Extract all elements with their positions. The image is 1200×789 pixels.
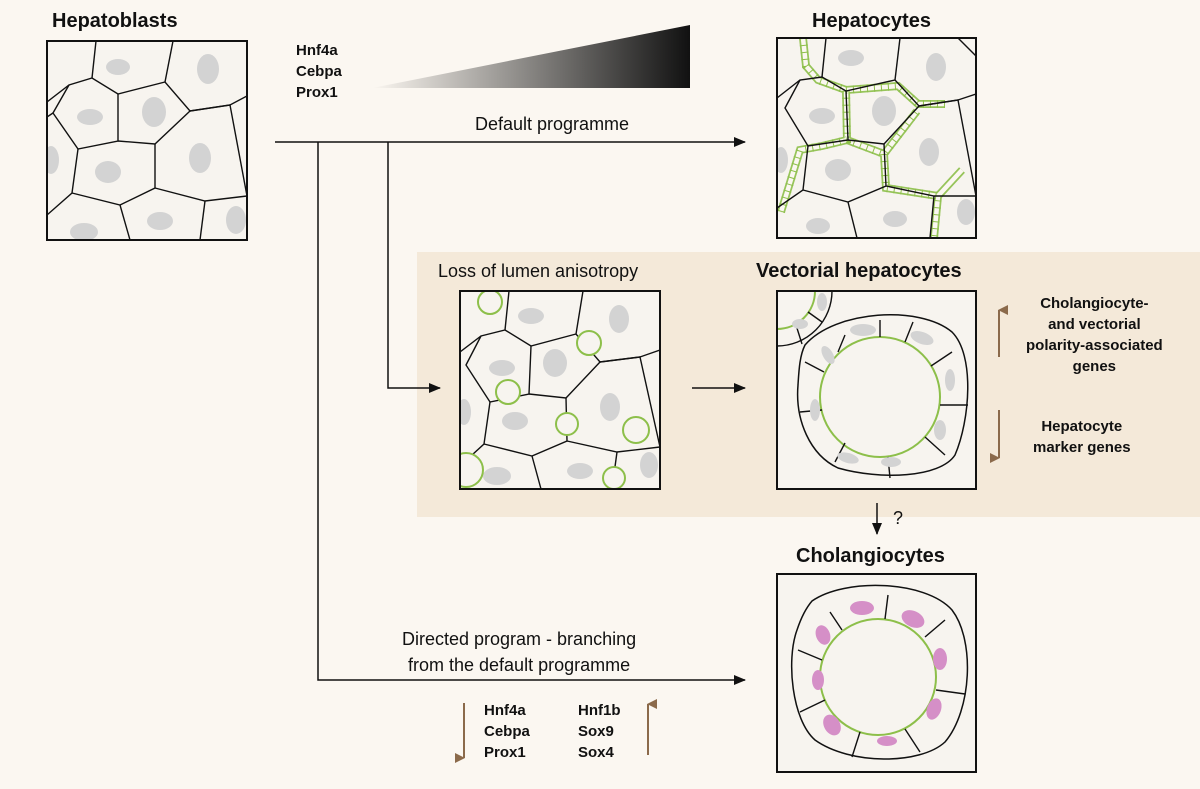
gene-label: Hnf4a xyxy=(484,702,526,719)
anisotropy-loss-tissue xyxy=(459,290,661,490)
question-mark: ? xyxy=(893,508,904,528)
gene-label: Cebpa xyxy=(484,723,530,740)
regulation-arrows xyxy=(455,305,1008,763)
lumen-anisotropy-label: Loss of lumen anisotropy xyxy=(438,261,639,281)
hepatocytes-tissue xyxy=(776,37,977,239)
label-line: polarity-associated xyxy=(1026,337,1163,354)
label-line: marker genes xyxy=(1033,439,1131,456)
default-programme-label: Default programme xyxy=(475,114,630,134)
up-genes-label: Cholangiocyte- and vectorial polarity-as… xyxy=(1026,293,1163,377)
top-gene-list: Hnf4a Cebpa Prox1 xyxy=(296,40,342,103)
label-line: Cholangiocyte- xyxy=(1040,295,1149,312)
cholangiocytes-tissue xyxy=(776,573,977,773)
label-line: genes xyxy=(1072,358,1117,375)
label-line: and vectorial xyxy=(1048,316,1141,333)
down-gene-list: Hnf4a Cebpa Prox1 xyxy=(484,700,530,763)
gene-label: Prox1 xyxy=(484,744,526,761)
up-gene-list: Hnf1b Sox9 Sox4 xyxy=(578,700,621,763)
label-line: Directed program - branching xyxy=(402,629,637,649)
gene-label: Hnf4a xyxy=(296,42,338,59)
anisotropy-branch-arrow xyxy=(387,142,441,393)
gene-label: Sox9 xyxy=(578,723,614,740)
gene-label: Prox1 xyxy=(296,84,338,101)
hepatoblasts-title: Hepatoblasts xyxy=(52,10,178,32)
expression-gradient-wedge xyxy=(372,25,690,88)
gene-label: Sox4 xyxy=(578,744,614,761)
gene-label: Hnf1b xyxy=(578,702,621,719)
lineage-arrows xyxy=(275,137,882,685)
directed-program-arrow xyxy=(317,142,746,685)
hepatoblasts-tissue xyxy=(46,40,248,241)
label-line: from the default programme xyxy=(408,655,631,675)
down-genes-label: Hepatocyte marker genes xyxy=(1033,416,1131,458)
vectorial-hepatocytes-title: Vectorial hepatocytes xyxy=(756,260,962,282)
label-line: Hepatocyte xyxy=(1041,418,1123,435)
directed-program-label: Directed program - branching from the de… xyxy=(402,626,636,678)
hepatocytes-title: Hepatocytes xyxy=(812,10,931,32)
cholangiocytes-title: Cholangiocytes xyxy=(796,545,945,567)
vectorial-hepatocytes-tissue xyxy=(776,290,977,490)
gene-label: Cebpa xyxy=(296,63,342,80)
